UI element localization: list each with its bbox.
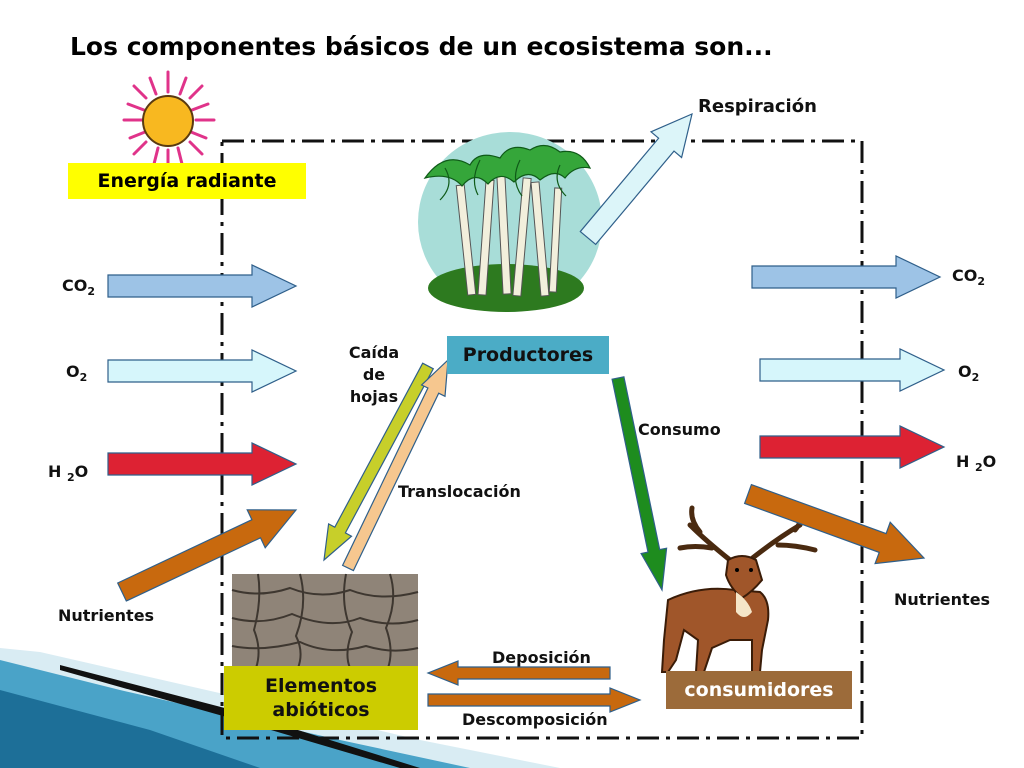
left-h2o-label: H 2O — [48, 462, 89, 485]
sun-icon — [122, 70, 216, 170]
deer-illustration — [660, 503, 818, 673]
translocation-arrow — [341, 358, 449, 572]
right-co2-label: CO2 — [952, 266, 985, 289]
leaf-fall-line1: Caída — [348, 343, 400, 362]
left-o2-arrow — [107, 349, 298, 393]
decomposition-arrow — [427, 687, 642, 713]
trees-illustration — [418, 132, 602, 312]
left-nutrients-arrow — [116, 509, 298, 602]
producers-box: Productores — [447, 336, 609, 374]
respiration-arrow — [579, 112, 693, 246]
right-h2o-label: H 2O — [956, 452, 997, 475]
leaf-fall-line3: hojas — [349, 387, 399, 406]
leaf-fall-arrow — [323, 362, 435, 562]
abiotic-label-line1: Elementos — [264, 675, 378, 697]
translocation-label: Translocación — [398, 482, 521, 501]
flow-arrows — [107, 112, 946, 713]
energy-radiant-box: Energía radiante — [68, 163, 306, 199]
deposition-arrow — [426, 660, 611, 686]
consumption-label: Consumo — [638, 420, 721, 439]
leaf-fall-label: Caída de hojas — [344, 342, 404, 408]
right-co2-arrow — [751, 255, 942, 299]
right-o2-arrow — [759, 348, 946, 392]
right-nutrients-label: Nutrientes — [894, 590, 991, 609]
right-h2o-arrow — [759, 425, 946, 469]
soil-texture — [231, 573, 419, 669]
decomposition-label: Descomposición — [462, 710, 608, 729]
abiotic-elements-box: Elementos abióticos — [224, 666, 418, 730]
leaf-fall-line2: de — [362, 365, 386, 384]
right-o2-label: O2 — [958, 362, 980, 385]
abiotic-label-line2: abióticos — [272, 699, 370, 721]
deposition-label: Deposición — [492, 648, 591, 667]
left-co2-arrow — [107, 264, 298, 308]
page-title: Los componentes básicos de un ecosistema… — [70, 32, 773, 61]
consumers-box: consumidores — [666, 671, 852, 709]
left-h2o-arrow — [107, 442, 298, 486]
right-nutrients-arrow — [743, 483, 926, 565]
consumption-arrow — [611, 376, 668, 592]
left-o2-label: O2 — [66, 362, 88, 385]
left-co2-label: CO2 — [62, 276, 95, 299]
left-nutrients-label: Nutrientes — [58, 606, 155, 625]
respiration-label: Respiración — [698, 96, 817, 117]
